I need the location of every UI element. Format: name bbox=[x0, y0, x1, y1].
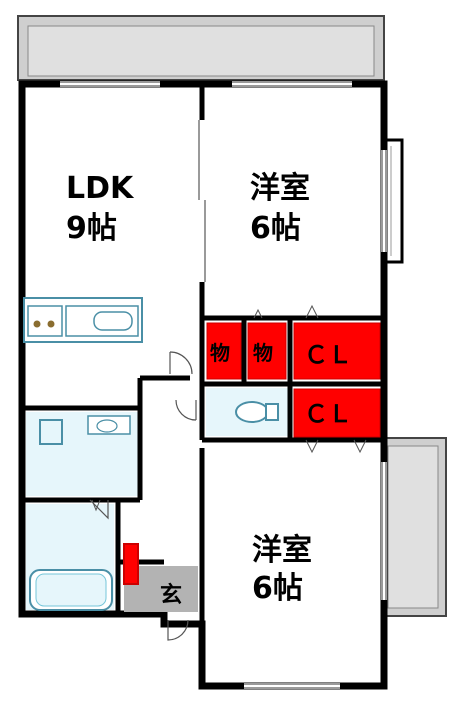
washing-machine-icon bbox=[39, 419, 63, 445]
sink-icon[interactable] bbox=[65, 305, 139, 337]
bedroom-south-label: 洋室 bbox=[252, 533, 312, 568]
kitchen-counter bbox=[23, 297, 143, 343]
door-marks bbox=[91, 304, 367, 512]
ldk-label: LDK bbox=[66, 171, 135, 206]
bedroom-north-size: 6帖 bbox=[250, 211, 301, 246]
storage-mono-1[interactable] bbox=[206, 322, 242, 380]
washbasin-icon[interactable] bbox=[87, 415, 131, 435]
stove-icon bbox=[27, 305, 63, 337]
storage-units bbox=[206, 322, 381, 438]
storage-mono-1-label: 物 bbox=[210, 341, 230, 365]
entrance-door[interactable] bbox=[167, 619, 189, 641]
bedroom-north-label: 洋室 bbox=[250, 171, 310, 206]
washroom-door[interactable] bbox=[89, 499, 109, 520]
windows bbox=[60, 81, 387, 689]
washroom-fixtures bbox=[39, 415, 131, 520]
bedroom-south-size: 6帖 bbox=[252, 571, 303, 606]
ldk-size: 9帖 bbox=[66, 211, 117, 246]
balcony-north bbox=[17, 15, 385, 81]
storage-mono-2-label: 物 bbox=[253, 341, 273, 365]
closet-north[interactable] bbox=[293, 322, 381, 380]
balcony-east bbox=[379, 437, 447, 617]
closet-north-label: ＣＬ bbox=[304, 341, 352, 369]
shoe-cabinet-icon bbox=[123, 543, 139, 585]
storage-mono-2[interactable] bbox=[247, 322, 287, 380]
closet-south[interactable] bbox=[293, 388, 381, 438]
sliding-door-ldk[interactable] bbox=[198, 120, 206, 282]
hall-door[interactable] bbox=[169, 351, 197, 421]
bathtub-icon bbox=[29, 569, 113, 611]
toilet-icon bbox=[235, 401, 279, 423]
entrance-label: 玄 bbox=[160, 582, 182, 608]
closet-south-label: ＣＬ bbox=[304, 400, 352, 428]
